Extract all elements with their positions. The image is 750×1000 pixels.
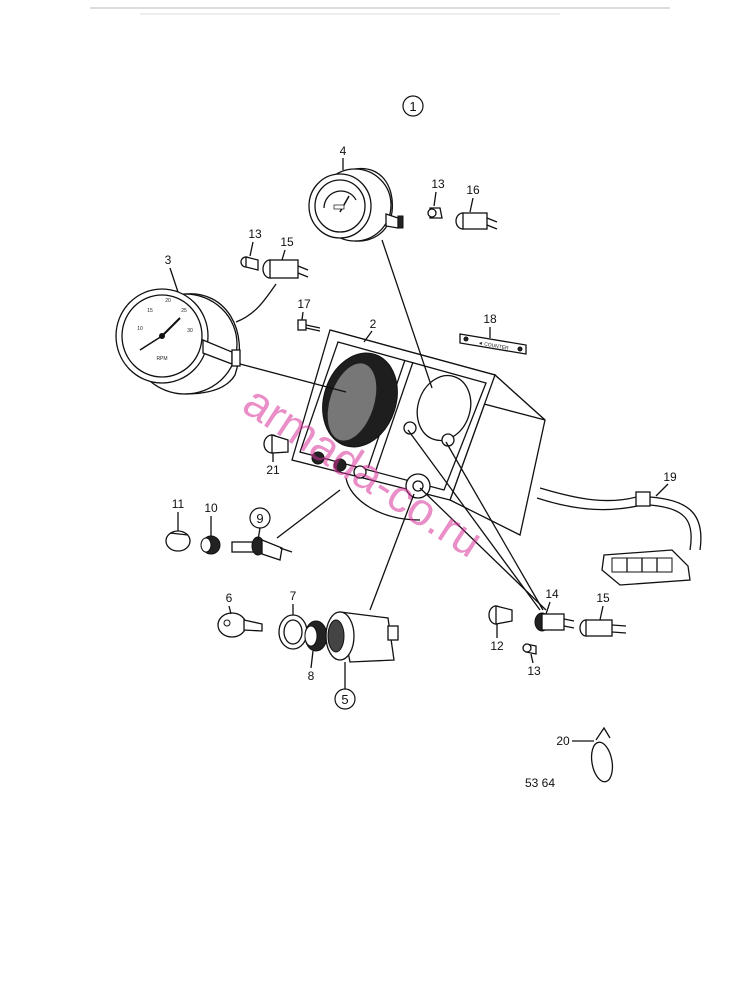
callout-15: 15 xyxy=(280,235,294,249)
svg-text:◄ COUNTER: ◄ COUNTER xyxy=(477,340,509,351)
svg-text:20: 20 xyxy=(165,298,171,304)
svg-text:1: 1 xyxy=(409,99,416,114)
small-gauge xyxy=(308,167,404,242)
callout-18: 18 xyxy=(483,312,497,326)
svg-text:10: 10 xyxy=(137,326,143,332)
switch-nut xyxy=(304,620,328,652)
callout-7: 7 xyxy=(290,589,297,603)
lamp-holder xyxy=(579,619,627,637)
callout-9: 9 xyxy=(249,507,271,529)
svg-text:30: 30 xyxy=(187,328,193,334)
bezel-ring xyxy=(278,614,308,650)
bulb xyxy=(488,605,513,625)
callout-4: 4 xyxy=(340,144,347,158)
callout-1: 1 xyxy=(402,95,424,117)
instrument-panel xyxy=(291,329,546,536)
callout-19: 19 xyxy=(663,470,677,484)
cable-harness xyxy=(536,487,702,586)
bulb xyxy=(427,207,443,219)
tachometer: 10 15 20 25 30 RPM xyxy=(115,288,241,395)
bulb-holder xyxy=(534,612,575,632)
drawing-number: 53 64 xyxy=(525,776,555,790)
callout-11: 11 xyxy=(172,497,185,511)
callout-12: 12 xyxy=(490,639,504,653)
callout-16: 16 xyxy=(466,183,480,197)
callout-14: 14 xyxy=(545,587,559,601)
ignition-switch xyxy=(325,611,399,663)
bulb xyxy=(240,256,259,271)
callout-2: 2 xyxy=(370,317,377,331)
lamp-cap xyxy=(165,530,191,552)
callout-13: 13 xyxy=(527,664,541,678)
hose-clamp xyxy=(590,726,614,783)
callout-21: 21 xyxy=(266,463,280,477)
callout-3: 3 xyxy=(165,253,172,267)
knurled-nut xyxy=(200,535,221,555)
callout-5: 5 xyxy=(334,688,356,710)
indicator-strip: ◄ COUNTER xyxy=(459,333,527,355)
callout-13: 13 xyxy=(431,177,445,191)
assembly-lines xyxy=(235,239,547,611)
callout-15: 15 xyxy=(596,591,610,605)
callout-13: 13 xyxy=(248,227,262,241)
svg-text:5: 5 xyxy=(341,692,348,707)
bulb xyxy=(263,434,289,454)
callout-20: 20 xyxy=(556,734,570,748)
lamp-holder xyxy=(262,259,309,279)
bulb xyxy=(522,643,537,655)
svg-text:25: 25 xyxy=(181,308,187,314)
gauge-opening xyxy=(416,374,472,442)
screw xyxy=(297,319,321,332)
callout-8: 8 xyxy=(308,669,315,683)
svg-text:15: 15 xyxy=(147,308,153,314)
svg-text:RPM: RPM xyxy=(156,356,167,362)
callout-10: 10 xyxy=(204,501,218,515)
callout-17: 17 xyxy=(297,297,311,311)
callout-6: 6 xyxy=(226,591,233,605)
toggle-switch xyxy=(231,536,293,561)
ignition-key xyxy=(217,612,263,638)
lamp-holder xyxy=(455,212,498,230)
svg-text:9: 9 xyxy=(256,511,263,526)
